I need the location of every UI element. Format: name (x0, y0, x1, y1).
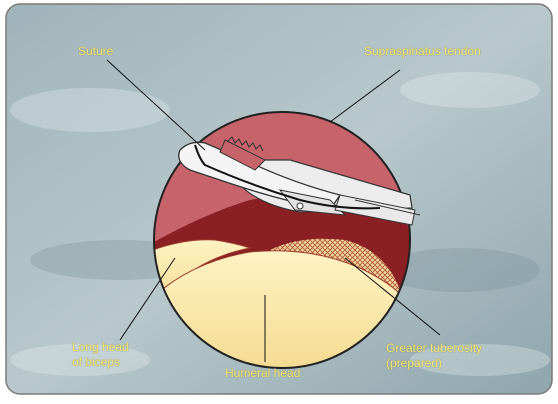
supraspinatus-tendon-label: Supraspinatus tendon (364, 44, 481, 58)
suture-label: Suture (78, 44, 113, 58)
greater-tuberosity-label-line2: (prepared) (386, 356, 442, 370)
long-head-label-line1: Long head (72, 340, 129, 354)
humeral-head-label: Humeral head (225, 366, 300, 380)
long-head-label-line2: of biceps (72, 355, 120, 369)
greater-tuberosity-label-line1: Greater tuberosity (386, 341, 482, 355)
